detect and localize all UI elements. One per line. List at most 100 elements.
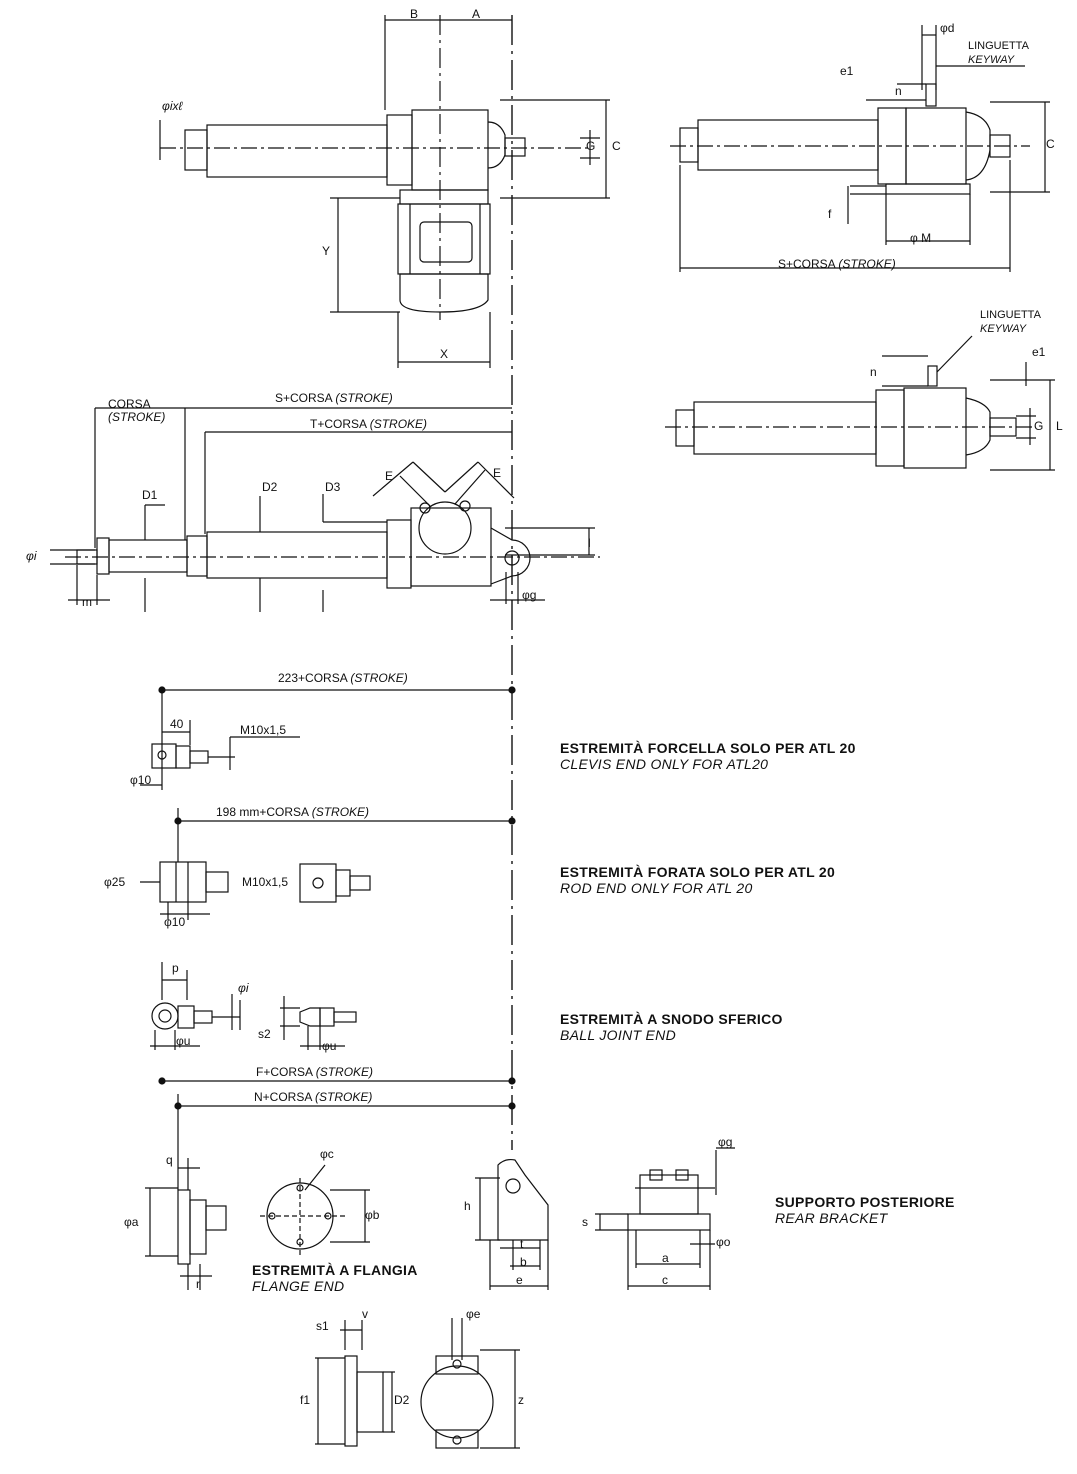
dim-n-corsa-label: N+CORSA (STROKE) — [254, 1091, 372, 1104]
linguetta-2-label: LINGUETTA — [980, 309, 1041, 321]
n-corsa-italic: (STROKE) — [315, 1090, 373, 1104]
dim-phi-i-ball-label: φi — [238, 981, 249, 995]
dim-t-label: t — [520, 1237, 524, 1251]
rod-end-title: ESTREMITÀ FORATA SOLO PER ATL 20 — [560, 864, 836, 880]
flange-drawing — [145, 1158, 370, 1290]
flange-title: ESTREMITÀ A FLANGIA — [252, 1262, 418, 1278]
dim-e1-2-label: e1 — [1032, 345, 1046, 359]
dim-d2-trunnion-label: D2 — [394, 1393, 410, 1407]
dim-q-label: q — [166, 1153, 173, 1167]
dim-f-label: f — [828, 207, 832, 221]
dim-198-text: 198 mm+CORSA — [216, 805, 309, 819]
dim-phi10-rod-label: φ10 — [164, 915, 186, 929]
t-corsa-text: T+CORSA — [310, 417, 367, 431]
dim-phi-d-label: φd — [940, 21, 955, 35]
ball-joint-subtitle: BALL JOINT END — [560, 1027, 676, 1043]
dim-phi25-label: φ25 — [104, 875, 126, 889]
rod-end-drawing — [140, 808, 516, 920]
dim-phi10-clevis-label: φ10 — [130, 773, 152, 787]
dim-v-label: v — [362, 1307, 368, 1321]
n-corsa-text: N+CORSA — [254, 1090, 312, 1104]
keyway-2-label: KEYWAY — [980, 323, 1027, 335]
s-corsa-text: S+CORSA — [275, 391, 333, 405]
dim-c-label: C — [612, 139, 621, 153]
dim-c-right-label: C — [1046, 137, 1055, 151]
dim-x-label: X — [440, 347, 449, 361]
dim-phi-e-label: φe — [466, 1307, 481, 1321]
dim-g-2-label: G — [1034, 419, 1044, 433]
dim-r-label: r — [196, 1277, 200, 1291]
dim-a-label: A — [472, 7, 481, 21]
ball-joint-drawing — [150, 962, 357, 1050]
dim-phi-g-label: φg — [522, 588, 537, 602]
mid-right-view-drawing — [665, 335, 1055, 471]
dim-phi-g-rear-label: φg — [718, 1135, 733, 1149]
thread-clevis-label: M10x1,5 — [240, 723, 287, 737]
corsa-label: CORSA — [108, 397, 151, 411]
dim-d1-label: D1 — [142, 488, 158, 502]
dim-198-label: 198 mm+CORSA (STROKE) — [216, 806, 369, 819]
rod-end-subtitle: ROD END ONLY FOR ATL 20 — [560, 880, 753, 896]
dim-s2-label: s2 — [258, 1027, 271, 1041]
dim-phi-c-label: φc — [320, 1147, 334, 1161]
t-corsa-label: T+CORSA (STROKE) — [310, 418, 427, 431]
ball-joint-caption: ESTREMITÀ A SNODO SFERICO BALL JOINT END — [560, 1011, 783, 1043]
dim-e1-label: e1 — [840, 64, 854, 78]
s-corsa-label: S+CORSA (STROKE) — [275, 392, 393, 405]
dim-phi-m-label: φ M — [910, 231, 932, 245]
dim-g-label: G — [586, 139, 596, 153]
dim-40-label: 40 — [170, 717, 184, 731]
ball-joint-title: ESTREMITÀ A SNODO SFERICO — [560, 1011, 783, 1027]
dim-s-label: s — [582, 1215, 588, 1229]
dim-z-label: z — [518, 1393, 524, 1407]
dim-223-italic: (STROKE) — [350, 671, 408, 685]
corsa-stroke-label: (STROKE) — [108, 410, 166, 424]
stroke-s-label: S+CORSA (STROKE) — [778, 258, 896, 271]
clevis-title: ESTREMITÀ FORCELLA SOLO PER ATL 20 — [560, 740, 856, 756]
dim-phi-ixl-label: φixℓ — [162, 99, 183, 113]
dim-b-label: B — [410, 7, 419, 21]
dim-phi-i-label: φi — [26, 549, 37, 563]
dim-223-label: 223+CORSA (STROKE) — [278, 672, 408, 685]
dim-e-left-label: E — [385, 469, 394, 483]
dim-d2-label: D2 — [262, 480, 278, 494]
dim-phi-u-right-label: φu — [322, 1039, 337, 1053]
f-n-dimensions — [158, 1077, 516, 1190]
dim-d3-label: D3 — [325, 480, 341, 494]
dim-s1-label: s1 — [316, 1319, 329, 1333]
dim-y-label: Y — [322, 244, 331, 258]
rear-bracket-front-drawing — [595, 1147, 735, 1290]
dim-e-rear-label: e — [516, 1273, 523, 1287]
main-side-view-drawing — [50, 407, 600, 612]
dim-223-text: 223+CORSA — [278, 671, 348, 685]
dim-l-2-label: L — [1056, 419, 1063, 433]
flange-caption: ESTREMITÀ A FLANGIA FLANGE END — [252, 1262, 418, 1294]
rear-title: SUPPORTO POSTERIORE — [775, 1194, 955, 1210]
flange-subtitle: FLANGE END — [252, 1278, 345, 1294]
dim-m-label: m — [82, 595, 92, 609]
clevis-subtitle: CLEVIS END ONLY FOR ATL20 — [560, 756, 769, 772]
clevis-caption: ESTREMITÀ FORCELLA SOLO PER ATL 20 CLEVI… — [560, 740, 856, 772]
rear-caption: SUPPORTO POSTERIORE REAR BRACKET — [775, 1194, 955, 1226]
linguetta-label: LINGUETTA — [968, 40, 1029, 52]
rear-subtitle: REAR BRACKET — [775, 1210, 888, 1226]
stroke-s-text: S+CORSA — [778, 257, 836, 271]
dim-phi-b-label: φb — [365, 1208, 380, 1222]
dim-phi-o-label: φo — [716, 1235, 731, 1249]
s-stroke-text: (STROKE) — [335, 391, 393, 405]
f-corsa-italic: (STROKE) — [315, 1065, 374, 1079]
clevis-drawing — [140, 686, 516, 790]
dim-n-2-label: n — [870, 365, 877, 379]
t-stroke-text: (STROKE) — [369, 417, 428, 431]
dim-e-right-label: E — [493, 466, 502, 480]
dim-a-rear-label: a — [662, 1251, 669, 1265]
dim-l-label: l — [588, 536, 591, 550]
top-view-drawing — [159, 15, 610, 368]
rear-bracket-side-drawing — [475, 1158, 549, 1290]
dim-phi-a-label: φa — [124, 1215, 139, 1229]
stroke-s-italic: (STROKE) — [838, 257, 896, 271]
f-corsa-text: F+CORSA — [256, 1065, 313, 1079]
rod-end-caption: ESTREMITÀ FORATA SOLO PER ATL 20 ROD END… — [560, 864, 835, 896]
thread-rod-label: M10x1,5 — [242, 875, 289, 889]
